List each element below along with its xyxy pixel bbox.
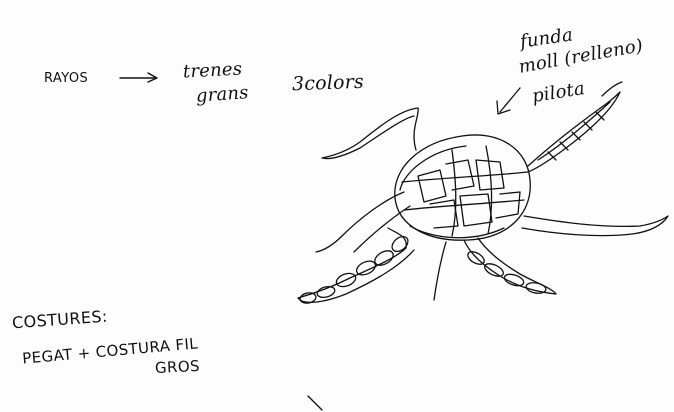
pointer-arrow [500, 88, 520, 112]
